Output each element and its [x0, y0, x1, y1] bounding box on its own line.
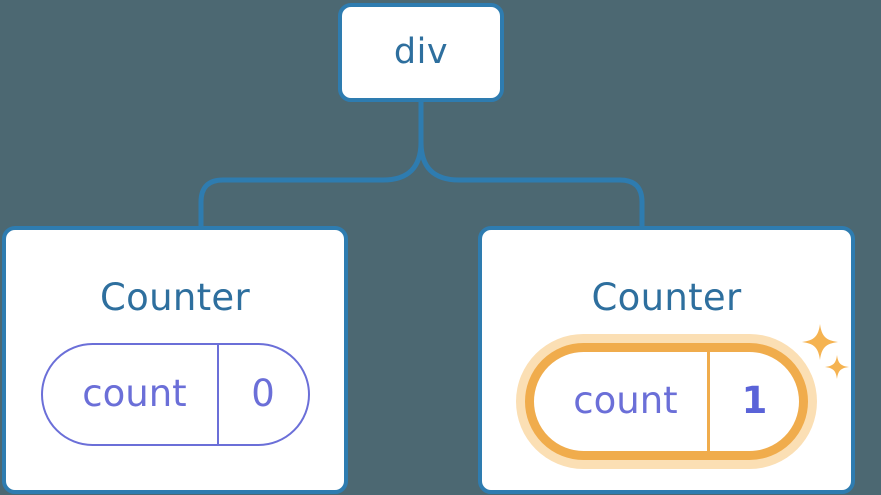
state-pill-right-key: count: [573, 378, 678, 422]
state-pill-right-value-cell: 1: [710, 352, 799, 451]
state-pill-right[interactable]: count 1: [525, 343, 808, 460]
node-div-label: div: [393, 32, 449, 72]
state-pill-left-value-cell: 0: [219, 345, 308, 444]
state-pill-wrapper-right: count 1: [525, 343, 808, 460]
state-pill-right-value: 1: [741, 378, 768, 422]
node-counter-left[interactable]: Counter count 0: [2, 226, 348, 494]
state-pill-right-key-cell: count: [534, 352, 710, 451]
state-pill-left[interactable]: count 0: [40, 343, 310, 446]
node-div[interactable]: div: [338, 3, 504, 102]
state-pill-left-key-cell: count: [43, 345, 219, 444]
state-pill-left-key: count: [82, 371, 187, 415]
node-counter-left-label: Counter: [100, 276, 250, 319]
state-pill-left-value: 0: [251, 371, 275, 415]
node-counter-right[interactable]: Counter count 1: [478, 226, 855, 494]
node-counter-right-label: Counter: [591, 276, 742, 319]
state-pill-wrapper-left: count 0: [40, 343, 310, 446]
